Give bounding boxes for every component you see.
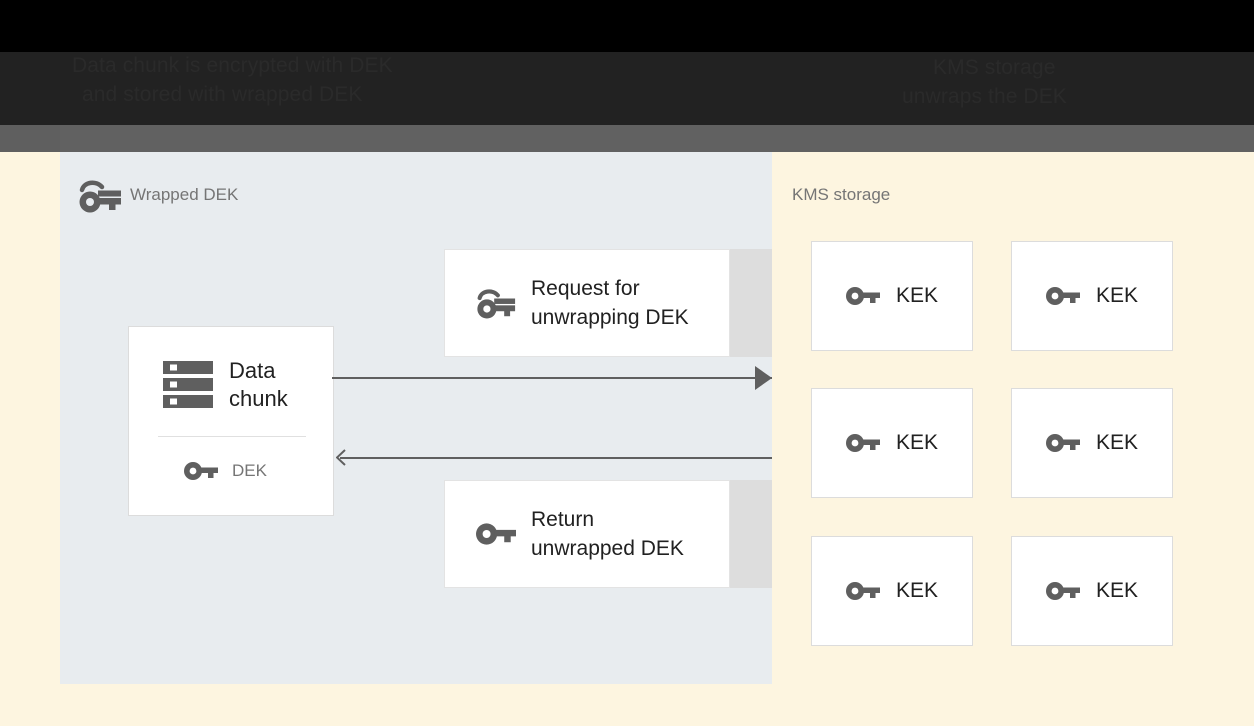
key-icon <box>476 521 516 547</box>
kek-label: KEK <box>895 431 939 454</box>
key-icon <box>845 285 880 307</box>
window-caption-band <box>0 52 1254 125</box>
kek-label: KEK <box>1095 431 1139 454</box>
request-unwrapping-dek-card[interactable]: Request for unwrapping DEK <box>444 249 730 357</box>
request-arrow-head-icon <box>755 366 772 390</box>
request-arrow-line <box>332 377 772 379</box>
window-toolbar-band-left <box>0 125 60 152</box>
data-chunk-label: Data chunk <box>229 358 288 411</box>
wrapped-key-icon <box>476 287 516 320</box>
wrapped-dek-panel-title: Wrapped DEK <box>130 185 239 204</box>
key-icon <box>1045 580 1080 602</box>
request-card-label: Request for unwrapping DEK <box>531 277 689 329</box>
dek-label: DEK <box>232 461 267 480</box>
key-icon <box>845 432 880 454</box>
kek-card[interactable]: KEK <box>1011 388 1173 498</box>
kek-card[interactable]: KEK <box>811 536 973 646</box>
kek-label: KEK <box>895 284 939 307</box>
kek-card[interactable]: KEK <box>811 241 973 351</box>
return-unwrapped-dek-card[interactable]: Return unwrapped DEK <box>444 480 730 588</box>
caption-left-line-2: and stored with wrapped DEK <box>82 83 363 106</box>
card-divider <box>158 436 306 437</box>
dek-row: DEK <box>184 460 267 482</box>
return-arrow-head-icon <box>335 449 353 466</box>
return-arrow-line <box>340 457 772 459</box>
kms-storage-panel-title: KMS storage <box>792 185 891 204</box>
caption-left-line-1: Data chunk is encrypted with DEK <box>72 54 393 77</box>
wrapped-key-icon <box>78 178 122 214</box>
window-top-black-band <box>0 0 1254 52</box>
key-icon <box>1045 285 1080 307</box>
kek-label: KEK <box>1095 284 1139 307</box>
kek-card[interactable]: KEK <box>1011 241 1173 351</box>
kek-card[interactable]: KEK <box>1011 536 1173 646</box>
caption-right-line-2: unwraps the DEK <box>902 85 1067 108</box>
server-storage-icon <box>161 359 215 411</box>
data-chunk-card[interactable]: Data chunk DEK <box>128 326 334 516</box>
caption-right-line-1: KMS storage <box>933 56 1056 79</box>
key-icon <box>1045 432 1080 454</box>
kek-label: KEK <box>1095 579 1139 602</box>
data-chunk-row: Data chunk <box>161 357 288 413</box>
kek-label: KEK <box>895 579 939 602</box>
return-card-label: Return unwrapped DEK <box>531 508 684 560</box>
key-icon <box>845 580 880 602</box>
window-toolbar-band <box>0 125 1254 152</box>
key-icon <box>184 460 218 482</box>
kek-card[interactable]: KEK <box>811 388 973 498</box>
